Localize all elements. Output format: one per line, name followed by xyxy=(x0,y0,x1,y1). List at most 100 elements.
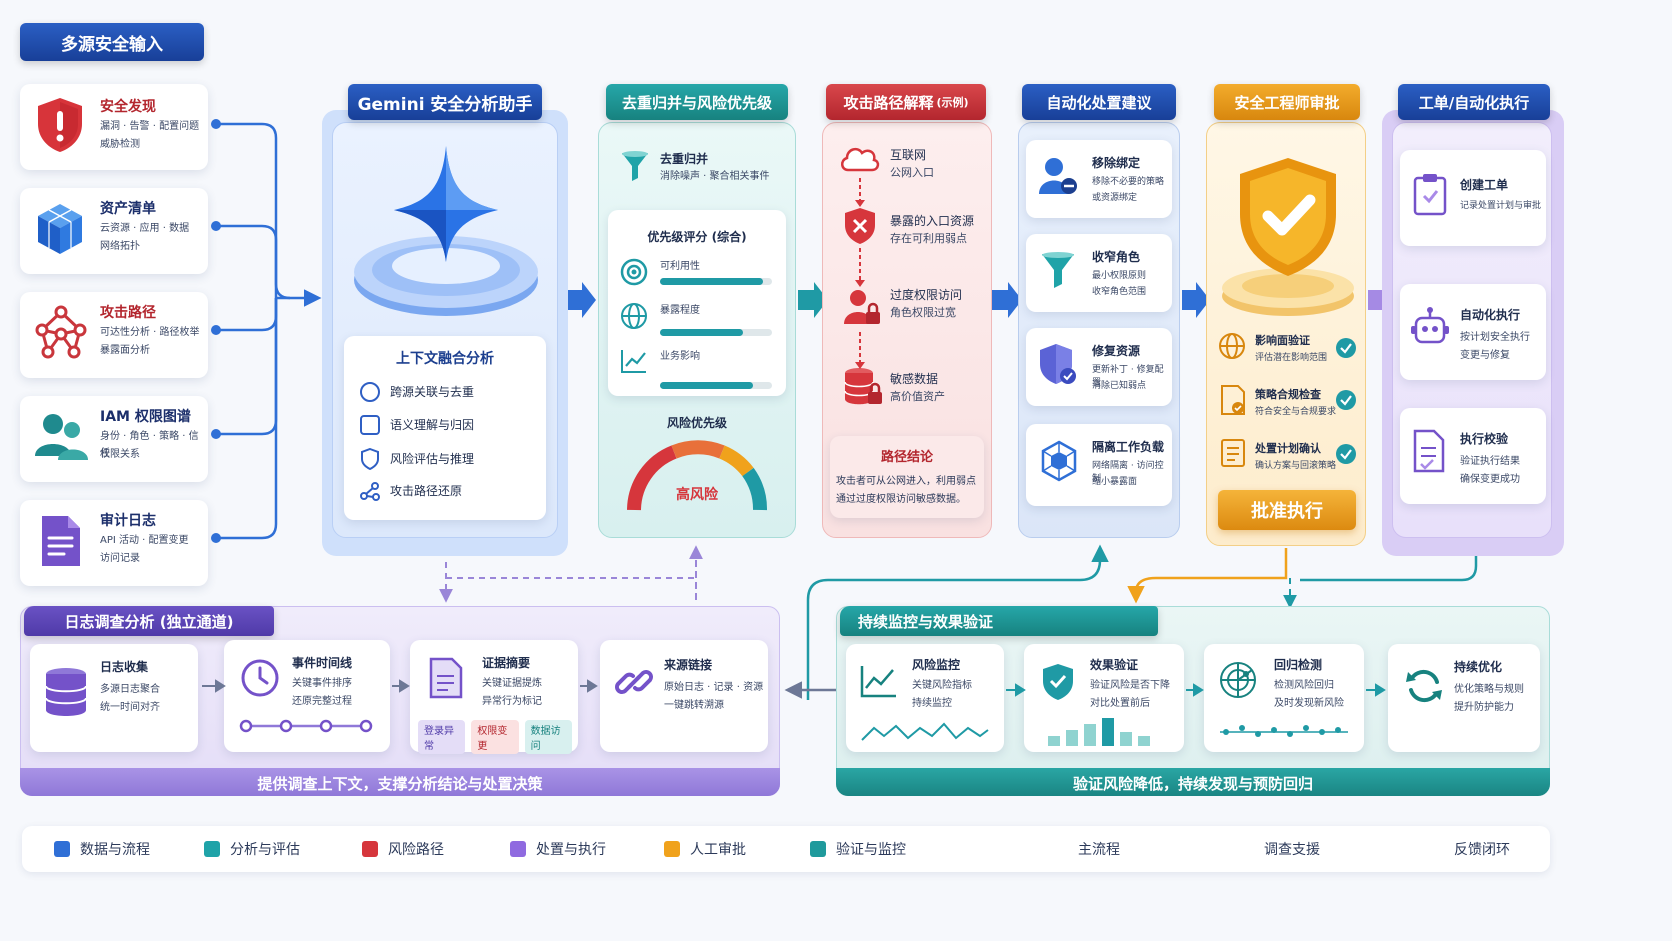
input-card-asset-inventory[interactable]: 资产清单 云资源 · 应用 · 数据 网络拓扑 xyxy=(20,188,208,274)
monitor-card-title: 效果验证 xyxy=(1090,658,1139,672)
gemini-star-icon xyxy=(346,140,546,330)
path-nodes-icon xyxy=(360,481,380,501)
execution-card-auto-run[interactable]: 自动化执行 按计划安全执行 变更与修复 xyxy=(1400,284,1546,380)
execution-title: 自动化执行 xyxy=(1460,308,1521,322)
monitor-card-optimize[interactable]: 持续优化 优化策略与规则 提升防护能力 xyxy=(1388,644,1540,752)
log-card-line: 多源日志聚合 xyxy=(100,684,160,695)
log-card-title: 来源链接 xyxy=(664,658,713,672)
funnel-icon xyxy=(620,150,650,182)
user-minus-icon xyxy=(1038,156,1078,196)
remediation-card-narrow-role[interactable]: 收窄角色 最小权限原则 收窄角色范围 xyxy=(1026,234,1172,312)
remediation-card-remove-binding[interactable]: 移除绑定 移除不必要的策略 或资源绑定 xyxy=(1026,140,1172,218)
monitor-card-line: 提升防护能力 xyxy=(1454,702,1514,713)
legend-item-data-flow: 数据与流程 xyxy=(54,839,150,859)
input-desc-line: 访问记录 xyxy=(100,553,140,564)
log-card-evidence[interactable]: 证据摘要 关键证据提炼 异常行为标记 登录异常 权限变更 数据访问 xyxy=(410,640,578,754)
evidence-tags: 登录异常 权限变更 数据访问 xyxy=(418,720,578,754)
tag-permission-change[interactable]: 权限变更 xyxy=(471,720,519,754)
shield-check-icon xyxy=(1038,342,1078,386)
log-card-line: 关键证据提炼 xyxy=(482,678,542,689)
priority-score-card: 优先级评分 (综合) 可利用性 暴露程度 业务影响 xyxy=(608,210,786,396)
execution-line: 确保变更成功 xyxy=(1460,474,1520,485)
context-item: 风险评估与推理 xyxy=(360,448,474,470)
legend-swatch xyxy=(54,841,70,857)
monitor-card-line: 关键风险指标 xyxy=(912,680,972,691)
approve-button[interactable]: 批准执行 xyxy=(1218,490,1356,530)
conclusion-title: 路径结论 xyxy=(880,450,933,465)
gauge-label: 高风险 xyxy=(676,487,718,503)
remediation-line: 移除不必要的策略 xyxy=(1092,177,1165,187)
inputs-header: 多源安全输入 xyxy=(20,23,204,61)
legend-swatch xyxy=(664,841,680,857)
input-title: 攻击路径 xyxy=(100,305,156,321)
check-circle-icon[interactable] xyxy=(1336,390,1356,410)
user-lock-icon xyxy=(842,288,882,328)
users-icon xyxy=(32,410,90,464)
attack-step-title: 过度权限访问 xyxy=(890,288,963,302)
remediation-header: 自动化处置建议 xyxy=(1022,84,1176,120)
score-bar-fill xyxy=(660,329,743,336)
input-card-attack-path[interactable]: 攻击路径 可达性分析 · 路径枚举 暴露面分析 xyxy=(20,292,208,378)
log-analysis-footer-band xyxy=(20,768,780,796)
legend-swatch xyxy=(510,841,526,857)
score-bar-track xyxy=(660,329,772,336)
clipboard-icon xyxy=(1412,172,1448,216)
conclusion-line: 攻击者可从公网进入，利用弱点 xyxy=(836,476,976,487)
plan-list-icon xyxy=(1220,438,1246,468)
execution-card-create-ticket[interactable]: 创建工单 记录处置计划与审批 xyxy=(1400,150,1546,246)
check-circle-icon[interactable] xyxy=(1336,338,1356,358)
link-cluster-icon xyxy=(360,382,380,402)
shield-cross-icon xyxy=(842,206,878,246)
remediation-card-repair-resource[interactable]: 修复资源 更新补丁 · 修复配置 消除已知弱点 xyxy=(1026,328,1172,406)
score-bar-label: 可利用性 xyxy=(660,261,700,272)
monitoring-footer-band xyxy=(836,768,1550,796)
monitor-card-line: 对比处置前后 xyxy=(1090,698,1150,709)
input-title: 资产清单 xyxy=(100,201,156,217)
legend-item-approval: 人工审批 xyxy=(664,839,746,859)
log-card-timeline[interactable]: 事件时间线 关键事件排序 还原完整过程 xyxy=(224,640,390,752)
monitor-card-title: 持续优化 xyxy=(1454,660,1503,674)
context-item: 跨源关联与去重 xyxy=(360,382,474,402)
timeline-graphic xyxy=(239,719,373,733)
attack-step-title: 互联网 xyxy=(890,148,927,162)
network-cube-icon xyxy=(1040,440,1078,482)
log-card-source-link[interactable]: 来源链接 原始日志 · 记录 · 资源 一键跳转溯源 xyxy=(600,640,768,752)
monitor-card-line: 验证风险是否下降 xyxy=(1090,680,1170,691)
check-circle-icon[interactable] xyxy=(1336,444,1356,464)
input-desc-line: 身份 · 角色 · 策略 · 信任 xyxy=(100,431,199,459)
remediation-line: 网络隔离 · 访问控制 xyxy=(1092,461,1164,484)
log-card-line: 原始日志 · 记录 · 资源 xyxy=(664,682,764,693)
score-bar-track xyxy=(660,382,772,389)
legend-swatch xyxy=(362,841,378,857)
tag-login-anomaly[interactable]: 登录异常 xyxy=(418,720,466,754)
bar-graphic xyxy=(1048,718,1150,746)
dedup-top-title: 去重归并 xyxy=(660,152,709,166)
gauge-title: 风险优先级 xyxy=(666,416,727,430)
monitor-card-risk[interactable]: 风险监控 关键风险指标 持续监控 xyxy=(846,644,1004,752)
monitor-card-effect[interactable]: 效果验证 验证风险是否下降 对比处置前后 xyxy=(1024,644,1184,752)
risk-gauge xyxy=(622,438,772,518)
input-card-security-findings[interactable]: 安全发现 漏洞 · 告警 · 配置问题 威胁检测 xyxy=(20,84,208,170)
remediation-title: 移除绑定 xyxy=(1092,156,1141,170)
monitor-card-title: 风险监控 xyxy=(912,658,961,672)
link-chain-icon xyxy=(614,662,654,702)
input-desc-line: 可达性分析 · 路径枚举 xyxy=(100,327,200,338)
attack-step-sub: 存在可利用弱点 xyxy=(890,232,967,245)
score-bar-track xyxy=(660,278,772,285)
cubes-icon xyxy=(34,202,86,256)
context-fusion-title: 上下文融合分析 xyxy=(396,351,494,367)
execution-line: 验证执行结果 xyxy=(1460,456,1520,467)
execution-card-verify[interactable]: 执行校验 验证执行结果 确保变更成功 xyxy=(1400,408,1546,504)
context-item: 语义理解与归因 xyxy=(360,415,474,435)
monitor-card-regression[interactable]: 回归检测 检测风险回归 及时发现新风险 xyxy=(1204,644,1364,752)
gold-shield-check-icon xyxy=(1218,150,1358,320)
approval-item-title: 影响面验证 xyxy=(1255,334,1310,347)
tag-data-access[interactable]: 数据访问 xyxy=(524,720,572,754)
log-card-collection[interactable]: 日志收集 多源日志聚合 统一时间对齐 xyxy=(30,644,198,752)
remediation-card-isolate-workload[interactable]: 隔离工作负载 网络隔离 · 访问控制 缩小暴露面 xyxy=(1026,424,1172,506)
dedup-top-sub: 消除噪声 · 聚合相关事件 xyxy=(660,171,770,182)
input-card-audit-log[interactable]: 审计日志 API 活动 · 配置变更 访问记录 xyxy=(20,500,208,586)
input-card-iam-graph[interactable]: IAM 权限图谱 身份 · 角色 · 策略 · 信任 权限关系 xyxy=(20,396,208,482)
approval-item-sub: 符合安全与合规要求 xyxy=(1255,407,1337,417)
remediation-line: 缩小暴露面 xyxy=(1092,477,1138,487)
